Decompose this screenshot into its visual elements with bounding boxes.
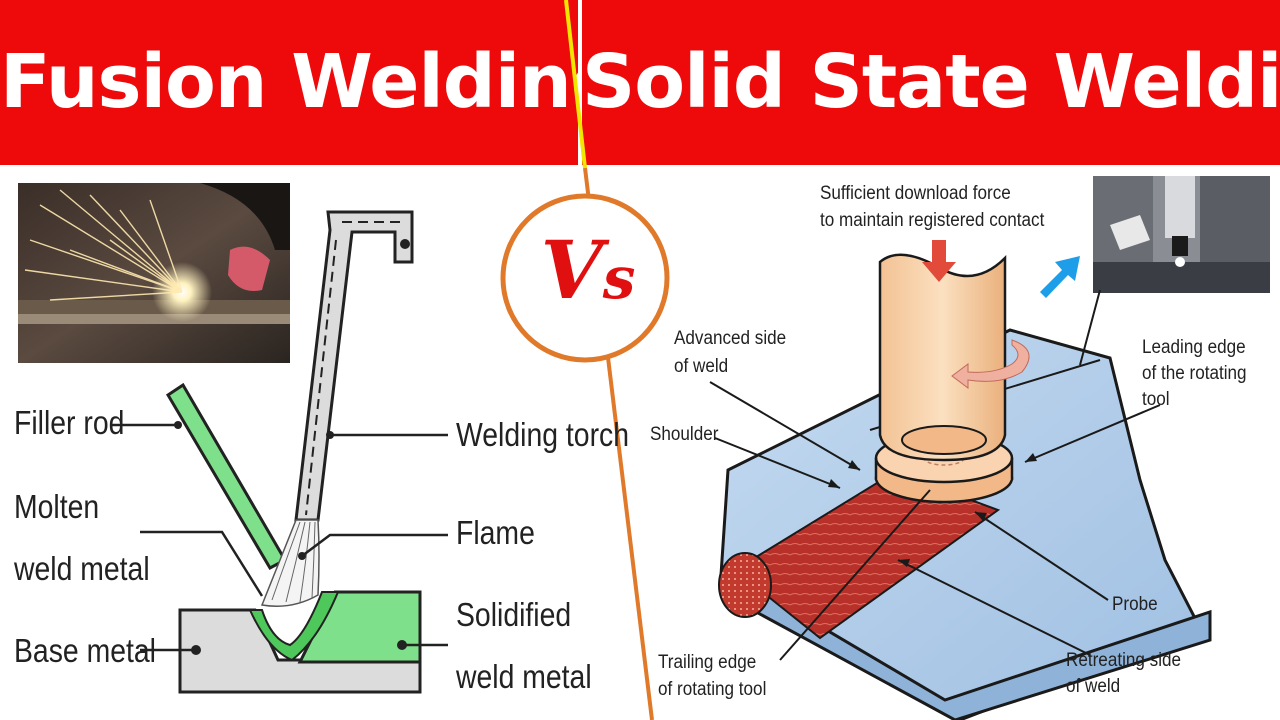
fusion-welding-diagram xyxy=(112,210,448,694)
label-flame: Flame xyxy=(456,514,535,551)
title-solid-state-welding: Solid State Welding xyxy=(582,0,1280,165)
label-leading-1: Leading edge xyxy=(1142,337,1246,358)
label-leading-3: tool xyxy=(1142,389,1170,410)
travel-direction-arrow-icon xyxy=(1040,256,1080,298)
friction-stir-diagram xyxy=(709,240,1212,720)
versus-v: V xyxy=(540,223,603,317)
versus-s: s xyxy=(602,244,636,312)
title-fusion-welding: Fusion Welding xyxy=(0,0,578,165)
label-retreating-1: Retreating side xyxy=(1066,650,1182,671)
vs-circle xyxy=(500,193,670,363)
label-shoulder: Shoulder xyxy=(650,424,719,445)
label-solidified-1: Solidified xyxy=(456,596,572,633)
fusion-welding-photo xyxy=(18,183,290,363)
label-trailing-2: of rotating tool xyxy=(658,679,767,700)
versus-label: Vs xyxy=(508,215,668,335)
label-leading-2: of the rotating xyxy=(1142,363,1247,384)
label-molten-1: Molten xyxy=(14,488,100,525)
down-force-arrow-icon xyxy=(922,240,956,282)
divider-yellow xyxy=(564,0,587,169)
label-retreating-2: of weld xyxy=(1066,676,1121,697)
label-molten-2: weld metal xyxy=(14,550,150,587)
label-force-2: to maintain registered contact xyxy=(820,210,1045,231)
label-solidified-2: weld metal xyxy=(456,658,592,695)
torch-shape xyxy=(294,210,414,522)
label-filler-rod: Filler rod xyxy=(14,404,125,441)
label-force-1: Sufficient download force xyxy=(820,183,1011,204)
label-trailing-1: Trailing edge xyxy=(658,652,757,673)
label-welding-torch: Welding torch xyxy=(456,416,630,453)
label-advanced-1: Advanced side xyxy=(674,328,787,349)
label-probe: Probe xyxy=(1112,594,1158,615)
label-base-metal: Base metal xyxy=(14,632,156,669)
rotation-arrow-icon xyxy=(951,339,1030,389)
friction-stir-photo xyxy=(1093,176,1270,293)
label-advanced-2: of weld xyxy=(674,356,729,377)
